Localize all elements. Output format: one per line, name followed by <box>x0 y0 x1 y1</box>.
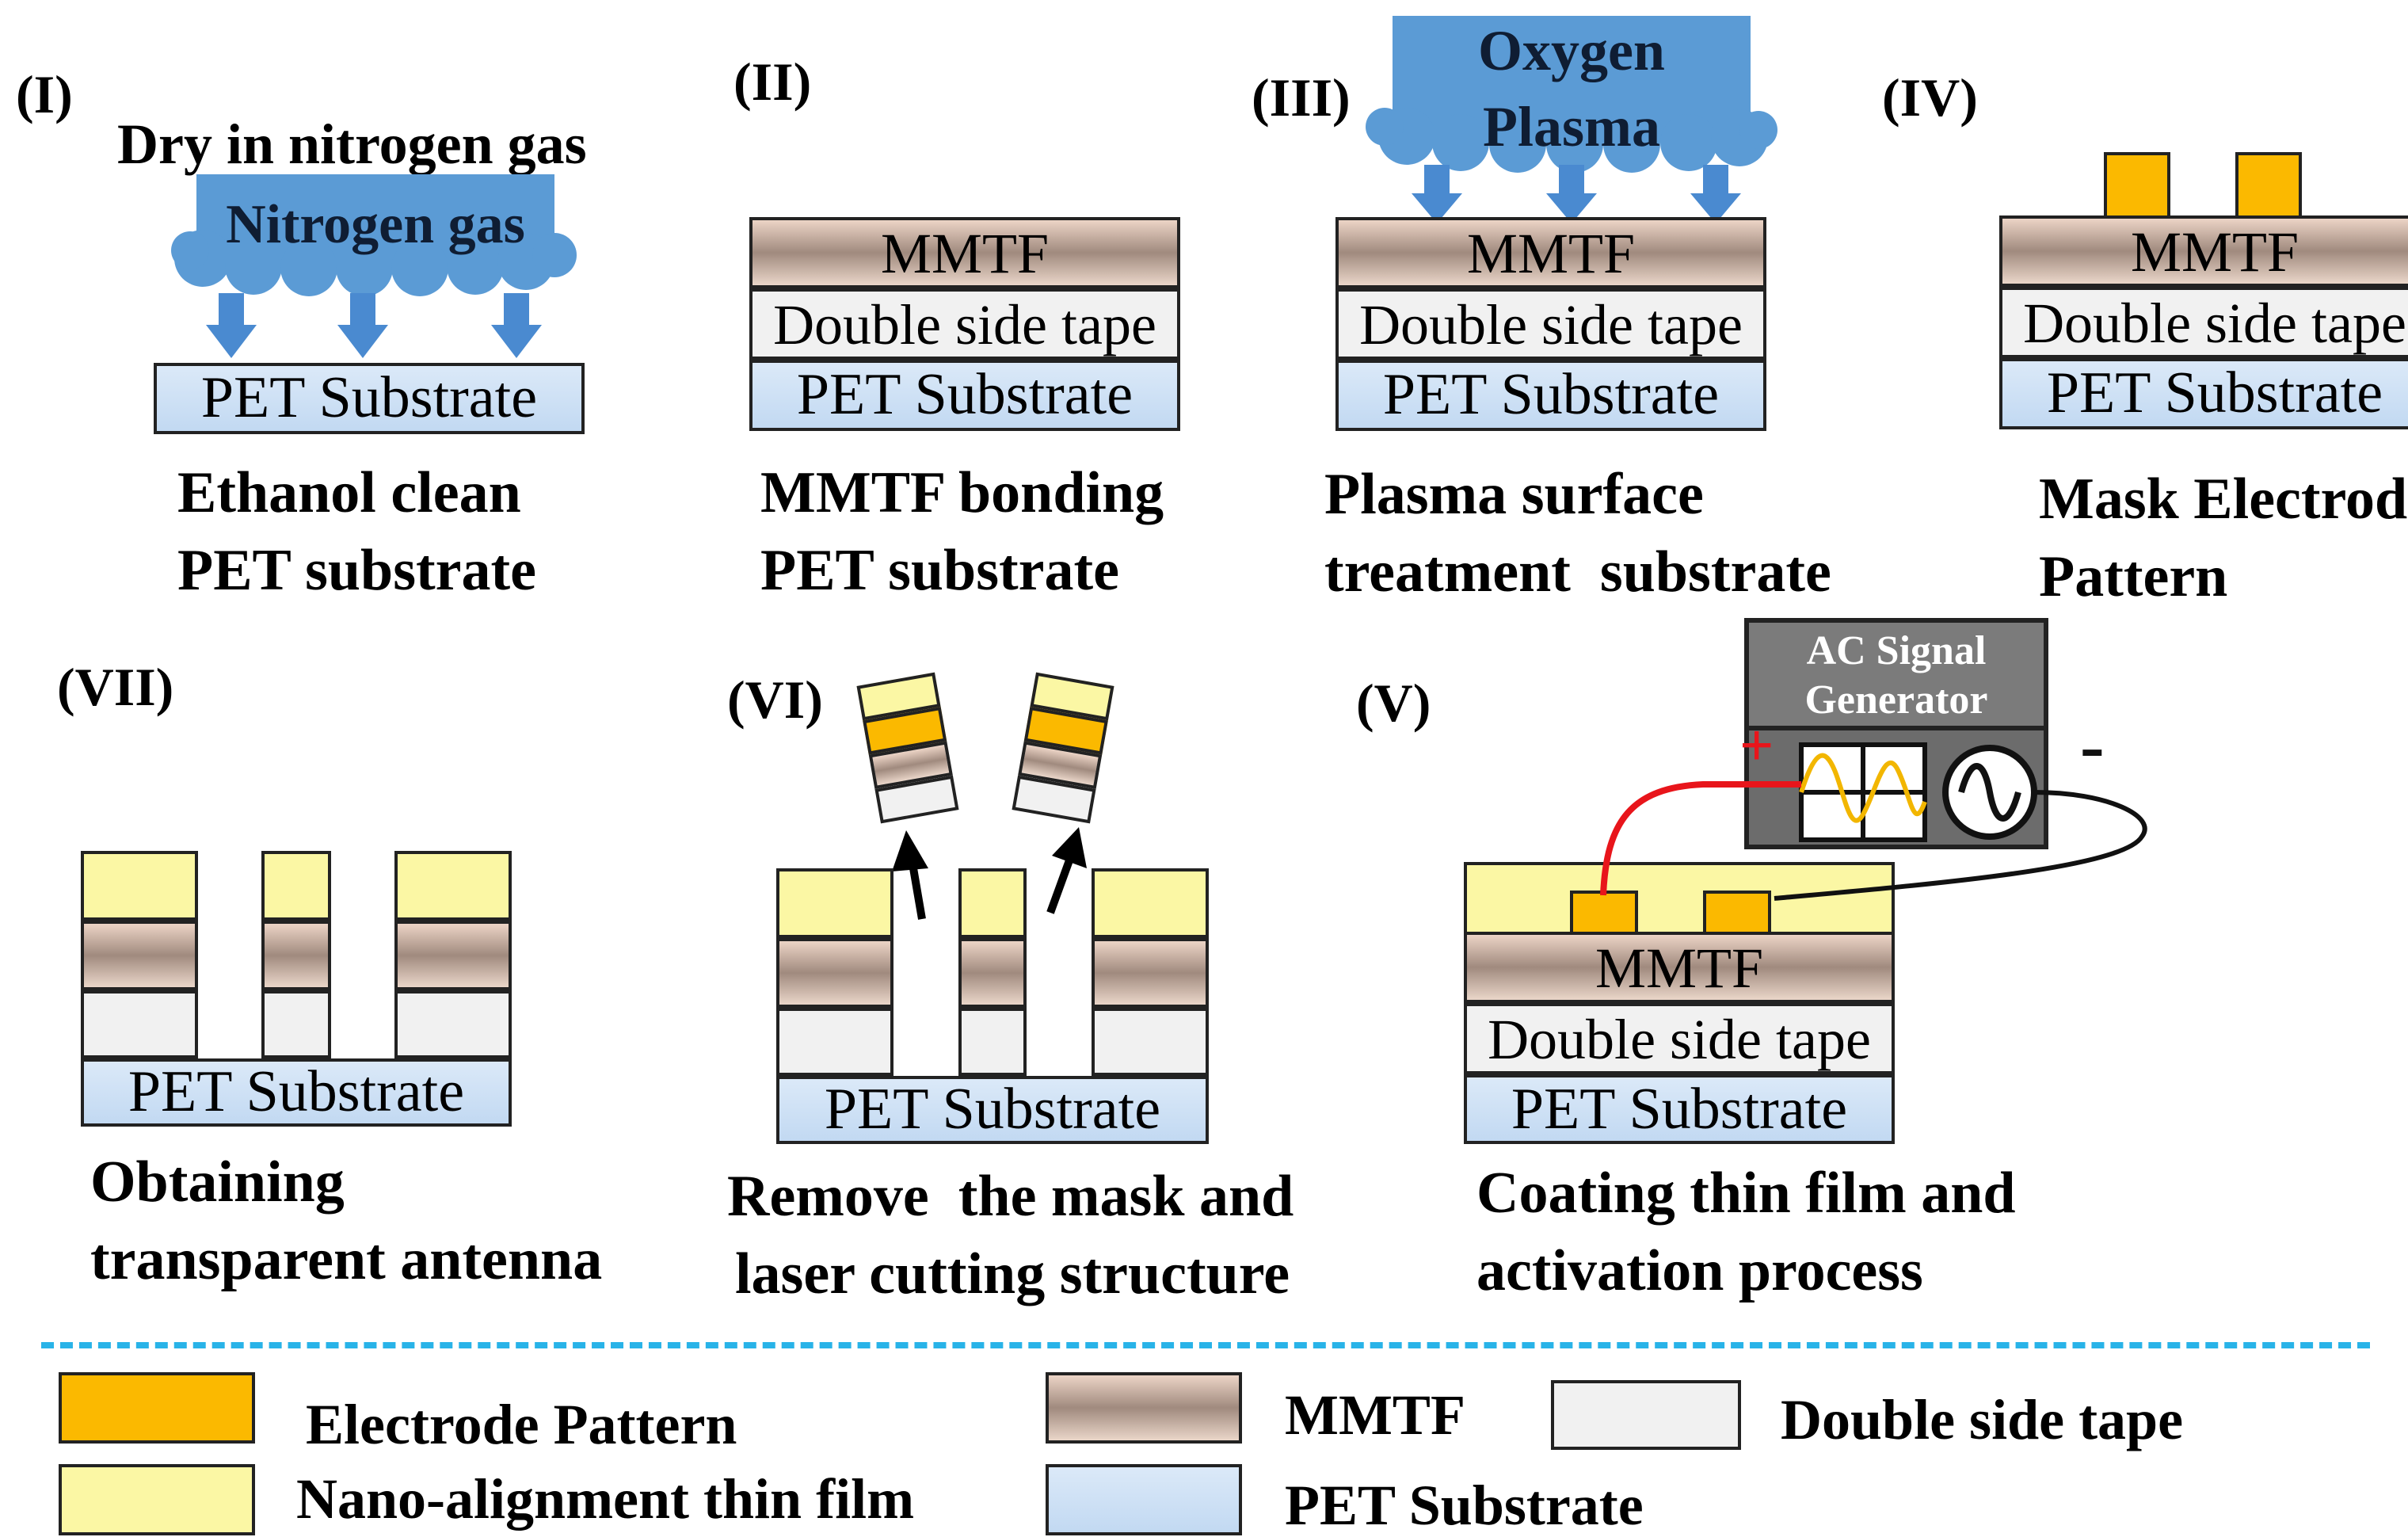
step-7-caption-line-2: transparent antenna <box>90 1228 603 1293</box>
step-4-mmtf-layer: MMTF <box>1999 215 2408 287</box>
step-3-caption-line-1: Plasma surface <box>1324 463 1704 528</box>
step-6-caption-line-1: Remove the mask and <box>727 1165 1294 1230</box>
oxygen-plasma-label: Oxygen Plasma <box>1393 13 1751 165</box>
legend-label-pet: PET Substrate <box>1285 1474 1644 1537</box>
step-6-mmtf-3 <box>1092 938 1209 1008</box>
step-label-4: (IV) <box>1882 70 1978 128</box>
step-2-caption-line-1: MMTF bonding <box>760 461 1164 526</box>
step-4-electrode-right <box>2235 152 2302 219</box>
legend-swatch-mmtf <box>1046 1372 1242 1444</box>
legend-swatch-tape <box>1551 1380 1741 1450</box>
step-5-caption-line-1: Coating thin film and <box>1476 1161 2016 1226</box>
step-7-film-1 <box>81 851 198 921</box>
step-3-mmtf-layer: MMTF <box>1335 217 1766 288</box>
step-1-caption-line-2: PET substrate <box>177 539 536 604</box>
step-6-film-1 <box>776 868 893 938</box>
step-2-tape-layer: Double side tape <box>749 288 1180 360</box>
legend-swatch-electrode <box>59 1372 255 1444</box>
step-2-mmtf-layer: MMTF <box>749 217 1180 288</box>
negative-terminal-label: - <box>2080 705 2105 786</box>
step-7-pet-layer: PET Substrate <box>81 1058 512 1127</box>
step-2-caption-line-2: PET substrate <box>760 539 1119 604</box>
step-6-mmtf-1 <box>776 938 893 1008</box>
step-1-caption-line-1: Ethanol clean <box>177 461 521 526</box>
step-3-tape-layer: Double side tape <box>1335 288 1766 360</box>
step-5-tape-layer: Double side tape <box>1464 1003 1895 1074</box>
step-label-5: (V) <box>1356 675 1431 734</box>
step-label-1: (I) <box>16 67 73 125</box>
generator-title-line-2: Generator <box>1804 677 1988 723</box>
legend-swatch-nano-film <box>59 1464 255 1535</box>
step-4-pet-layer: PET Substrate <box>1999 358 2408 429</box>
generator-title-line-1: AC Signal <box>1806 627 1987 673</box>
step-5-mmtf-layer: MMTF <box>1464 932 1895 1003</box>
step-7-film-3 <box>394 851 512 921</box>
step-7-tape-3 <box>394 990 512 1058</box>
step-7-mmtf-1 <box>81 921 198 990</box>
oxygen-plasma-label-line-1: Oxygen <box>1477 19 1665 82</box>
ac-signal-generator-title: AC Signal Generator <box>1744 618 2048 729</box>
step-6-tape-3 <box>1092 1008 1209 1076</box>
step-7-mmtf-2 <box>261 921 331 990</box>
step-label-2: (II) <box>733 54 812 113</box>
step-6-film-2 <box>958 868 1027 938</box>
step-6-pet-layer: PET Substrate <box>776 1076 1209 1144</box>
step-6-caption-line-2: laser cutting structure <box>735 1242 1290 1307</box>
nitrogen-gas-label: Nitrogen gas <box>226 193 525 255</box>
legend-swatch-pet <box>1046 1464 1242 1535</box>
step-1-pet-layer: PET Substrate <box>154 363 585 434</box>
step-6-film-3 <box>1092 868 1209 938</box>
step-4-caption-line-2: Pattern <box>2039 545 2228 610</box>
step-6-tape-1 <box>776 1008 893 1076</box>
step-7-tape-1 <box>81 990 198 1058</box>
step-4-caption-line-1: Mask Electrode <box>2039 467 2408 532</box>
step-5-pet-layer: PET Substrate <box>1464 1074 1895 1144</box>
legend-label-tape: Double side tape <box>1781 1388 2184 1451</box>
step-3-pet-layer: PET Substrate <box>1335 360 1766 431</box>
step-6-mmtf-2 <box>958 938 1027 1008</box>
step-7-tape-2 <box>261 990 331 1058</box>
step-label-6: (VI) <box>727 672 823 730</box>
step-6-tape-2 <box>958 1008 1027 1076</box>
step-2-pet-layer: PET Substrate <box>749 360 1180 431</box>
legend-divider <box>41 1342 2370 1348</box>
step-7-mmtf-3 <box>394 921 512 990</box>
oxygen-plasma-label-line-2: Plasma <box>1483 95 1660 158</box>
step-label-7: (VII) <box>57 659 174 718</box>
step-5-caption-line-2: activation process <box>1476 1239 1923 1304</box>
legend-label-mmtf: MMTF <box>1285 1383 1465 1447</box>
legend-label-nano-film: Nano-alignment thin film <box>296 1467 915 1531</box>
positive-terminal-label: + <box>1739 713 1774 780</box>
step-1-heading: Dry in nitrogen gas <box>117 113 587 176</box>
step-4-tape-layer: Double side tape <box>1999 287 2408 358</box>
legend-label-electrode: Electrode Pattern <box>306 1393 737 1456</box>
step-3-caption-line-2: treatment substrate <box>1324 540 1831 605</box>
step-7-film-2 <box>261 851 331 921</box>
step-label-3: (III) <box>1252 70 1351 128</box>
step-7-caption-line-1: Obtaining <box>90 1150 345 1215</box>
